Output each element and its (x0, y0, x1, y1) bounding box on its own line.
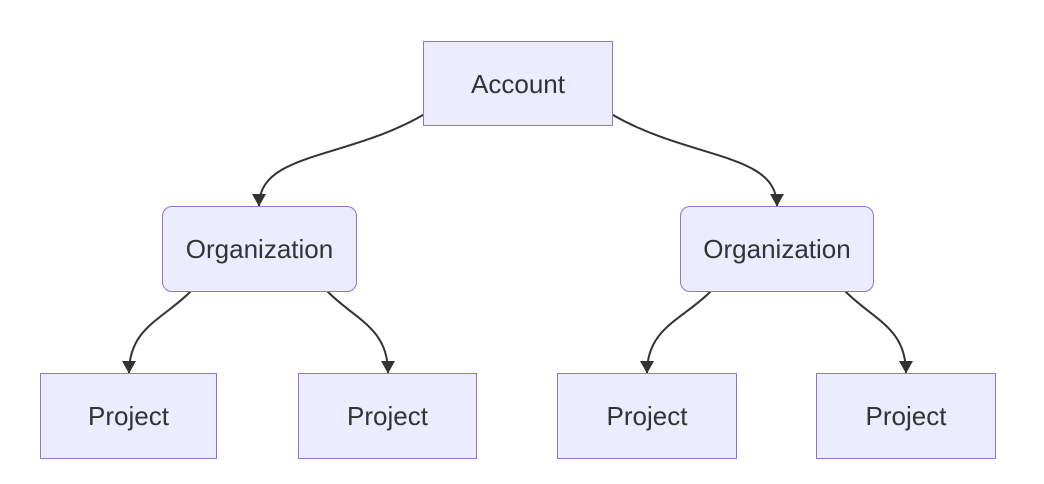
node-organization-right: Organization (680, 206, 874, 292)
node-project-3-label: Project (606, 401, 688, 431)
edge-organization-right-to-project-4 (845, 291, 913, 374)
node-organization-left: Organization (162, 206, 357, 292)
edge-organization-left-to-project-1 (122, 291, 191, 374)
edge-organization-right-to-project-3 (640, 291, 711, 374)
node-account-label: Account (471, 68, 565, 99)
edge-account-to-organization-right (612, 114, 784, 207)
node-project-1-label: Project (88, 401, 169, 431)
edge-organization-left-to-project-2 (327, 291, 395, 374)
edge-account-to-organization-left (252, 114, 424, 207)
node-project-4-label: Project (865, 401, 947, 431)
node-project-3: Project (557, 373, 737, 459)
node-project-2: Project (298, 373, 477, 459)
node-project-1: Project (40, 373, 217, 459)
node-project-2-label: Project (347, 401, 428, 431)
node-organization-left-label: Organization (185, 234, 334, 264)
node-organization-right-label: Organization (703, 234, 851, 264)
node-account: Account (423, 41, 613, 126)
node-project-4: Project (816, 373, 996, 459)
